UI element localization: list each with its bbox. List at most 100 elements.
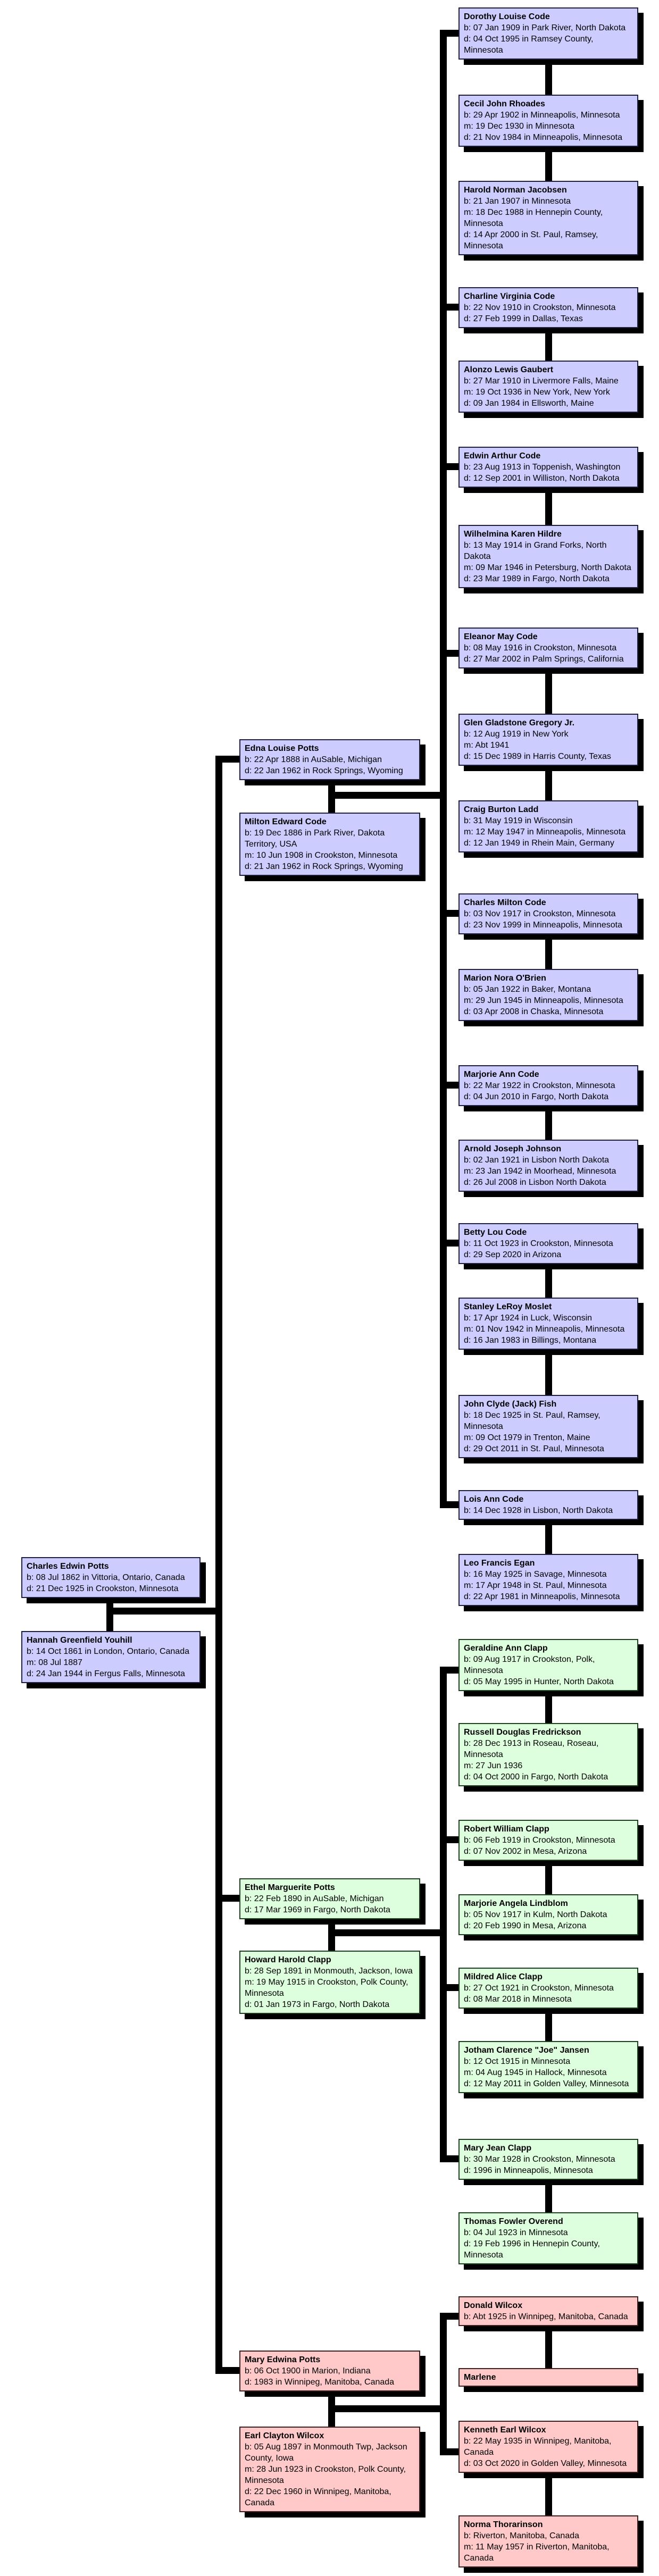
person-detail: d: 01 Jan 1973 in Fargo, North Dakota bbox=[245, 2000, 390, 2009]
person-detail: b: 18 Dec 1925 in St. Paul, Ramsey, Minn… bbox=[464, 1411, 600, 1431]
person-detail: b: 27 Oct 1921 in Crookston, Minnesota bbox=[464, 1984, 614, 1993]
children-spine-line bbox=[440, 1667, 447, 2162]
person-box-marlene[interactable]: Marlene bbox=[458, 2368, 638, 2387]
person-detail: b: 12 Aug 1919 in New York bbox=[464, 730, 569, 739]
person-detail: b: 17 Apr 1924 in Luck, Wisconsin bbox=[464, 1314, 593, 1323]
person-detail: d: 09 Jan 1984 in Ellsworth, Maine bbox=[464, 399, 594, 408]
person-detail: b: 19 Dec 1886 in Park River, Dakota Ter… bbox=[245, 829, 385, 849]
person-detail: b: 03 Nov 1917 in Crookston, Minnesota bbox=[464, 909, 616, 918]
person-box-earl-clayton-wilcox[interactable]: Earl Clayton Wilcox b: 05 Aug 1897 in Mon… bbox=[239, 2427, 420, 2512]
person-detail: b: 28 Dec 1913 in Roseau, Roseau, Minnes… bbox=[464, 1739, 599, 1759]
person-detail: m: 19 May 1915 in Crookston, Polk County… bbox=[245, 1978, 408, 1998]
person-name: Kenneth Earl Wilcox bbox=[464, 2426, 546, 2435]
person-name: Charline Virginia Code bbox=[464, 292, 555, 301]
person-detail: d: 1996 in Minneapolis, Minnesota bbox=[464, 2166, 593, 2175]
person-detail: m: 12 May 1947 in Minneapolis, Minnesota bbox=[464, 827, 626, 837]
person-detail: m: 19 Dec 1930 in Minnesota bbox=[464, 122, 575, 131]
person-detail: m: 09 Mar 1946 in Petersburg, North Dako… bbox=[464, 563, 631, 572]
person-name: Charles Edwin Potts bbox=[27, 1562, 109, 1571]
person-box-glen-gladstone-gregory-jr[interactable]: Glen Gladstone Gregory Jr.b: 12 Aug 1919… bbox=[458, 714, 638, 766]
person-name: Earl Clayton Wilcox bbox=[245, 2431, 324, 2440]
person-detail: d: 08 Mar 2018 in Minnesota bbox=[464, 1995, 572, 2004]
person-detail: b: 08 May 1916 in Crookston, Minnesota bbox=[464, 643, 617, 653]
person-detail: d: 14 Apr 2000 in St. Paul, Ramsey, Minn… bbox=[464, 230, 598, 250]
person-name: Eleanor May Code bbox=[464, 632, 538, 641]
person-detail: d: 16 Jan 1983 in Billings, Montana bbox=[464, 1336, 597, 1345]
person-detail: b: Riverton, Manitoba, Canada bbox=[464, 2531, 580, 2540]
person-detail: b: 31 May 1919 in Wisconsin bbox=[464, 816, 573, 825]
person-detail: d: 21 Jan 1962 in Rock Springs, Wyoming bbox=[245, 862, 403, 871]
person-detail: b: 22 Mar 1922 in Crookston, Minnesota bbox=[464, 1081, 615, 1090]
person-box-marjorie-ann-code[interactable]: Marjorie Ann Code b: 22 Mar 1922 in Crook… bbox=[458, 1065, 638, 1106]
person-detail: b: 06 Oct 1900 in Marion, Indiana bbox=[245, 2366, 371, 2376]
person-name: Cecil John Rhoades bbox=[464, 99, 545, 108]
person-box-john-clyde-jack-fish[interactable]: John Clyde (Jack) Fish b: 18 Dec 1925 in … bbox=[458, 1395, 638, 1458]
person-detail: b: 06 Feb 1919 in Crookston, Minnesota bbox=[464, 1836, 615, 1845]
person-detail: d: 03 Apr 2008 in Chaska, Minnesota bbox=[464, 1007, 604, 1016]
person-box-robert-william-clapp[interactable]: Robert William Clapp b: 06 Feb 1919 in Cr… bbox=[458, 1820, 638, 1861]
person-box-lois-ann-code[interactable]: Lois Ann Code b: 14 Dec 1928 in Lisbon, N… bbox=[458, 1490, 638, 1520]
family-junction-line bbox=[328, 1929, 447, 1936]
person-detail: d: 04 Jun 2010 in Fargo, North Dakota bbox=[464, 1092, 609, 1101]
person-name: Robert William Clapp bbox=[464, 1825, 549, 1834]
person-detail: m: 04 Aug 1945 in Hallock, Minnesota bbox=[464, 2068, 607, 2077]
person-name: Lois Ann Code bbox=[464, 1495, 524, 1504]
person-name: Mildred Alice Clapp bbox=[464, 1972, 543, 1981]
children-spine-line bbox=[440, 30, 447, 1508]
children-spine-line bbox=[215, 756, 222, 2374]
person-name: John Clyde (Jack) Fish bbox=[464, 1400, 557, 1409]
person-name: Marjorie Angela Lindblom bbox=[464, 1899, 568, 1908]
person-name: Marjorie Ann Code bbox=[464, 1070, 539, 1079]
person-detail: b: 05 Aug 1897 in Monmouth Twp, Jackson … bbox=[245, 2443, 407, 2463]
person-detail: m: 11 May 1957 in Riverton, Manitoba, Ca… bbox=[464, 2542, 610, 2563]
person-box-charline-virginia-code[interactable]: Charline Virginia Code b: 22 Nov 1910 in … bbox=[458, 287, 638, 328]
person-detail: b: 22 Nov 1910 in Crookston, Minnesota bbox=[464, 303, 616, 312]
person-detail: b: 16 May 1925 in Savage, Minnesota bbox=[464, 1570, 607, 1579]
person-name: Betty Lou Code bbox=[464, 1228, 527, 1237]
person-detail: b: 05 Jan 1922 in Baker, Montana bbox=[464, 985, 591, 994]
person-detail: b: 21 Jan 1907 in Minnesota bbox=[464, 197, 571, 206]
person-detail: d: 04 Oct 1995 in Ramsey County, Minneso… bbox=[464, 35, 594, 55]
person-name: Donald Wilcox bbox=[464, 2301, 523, 2310]
person-detail: m: 23 Jan 1942 in Moorhead, Minnesota bbox=[464, 1167, 616, 1176]
person-box-mildred-alice-clapp[interactable]: Mildred Alice Clapp b: 27 Oct 1921 in Cro… bbox=[458, 1968, 638, 2009]
person-detail: b: 27 Mar 1910 in Livermore Falls, Maine bbox=[464, 377, 619, 386]
person-detail: d: 24 Jan 1944 in Fergus Falls, Minnesot… bbox=[27, 1669, 185, 1678]
person-detail: d: 03 Oct 2020 in Golden Valley, Minneso… bbox=[464, 2459, 627, 2468]
person-box-eleanor-may-code[interactable]: Eleanor May Code b: 08 May 1916 in Crooks… bbox=[458, 628, 638, 668]
person-name: Edwin Arthur Code bbox=[464, 451, 541, 461]
person-detail: m: 10 Jun 1908 in Crookston, Minnesota bbox=[245, 851, 398, 860]
person-detail: b: 14 Dec 1928 in Lisbon, North Dakota bbox=[464, 1506, 613, 1515]
person-name: Mary Jean Clapp bbox=[464, 2144, 532, 2153]
person-name: Edna Louise Potts bbox=[245, 744, 319, 753]
